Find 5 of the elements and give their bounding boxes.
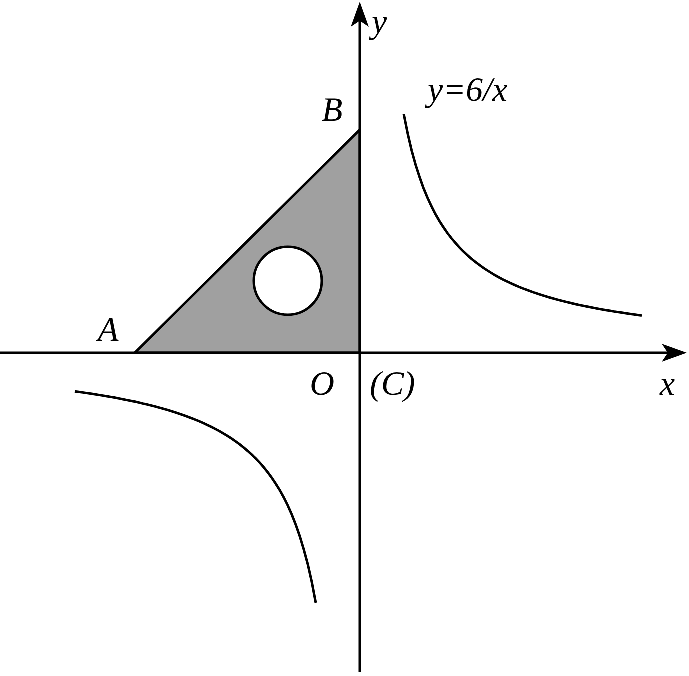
point-label: A xyxy=(98,314,119,348)
point-label: B xyxy=(322,94,343,128)
axis-label: x xyxy=(660,368,676,402)
point-label: O xyxy=(310,368,335,402)
point-label: (C) xyxy=(370,368,416,402)
